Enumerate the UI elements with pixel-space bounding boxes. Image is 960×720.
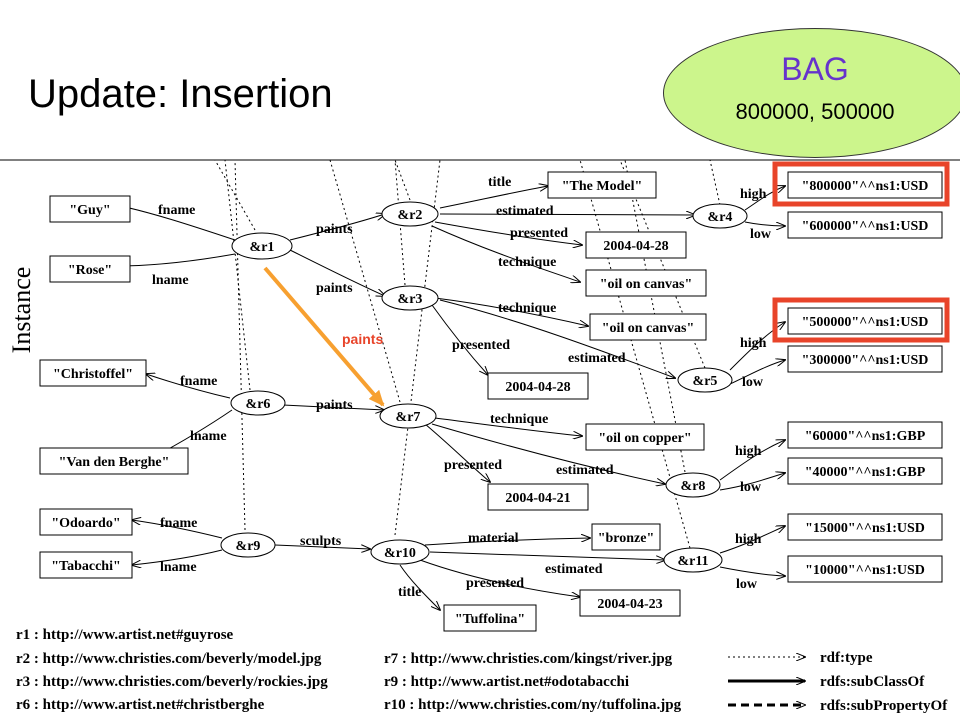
resource-labels: &r1 &r2 &r3 &r4 &r5 &r6 &r7 &r8 &r9 &r10…	[236, 208, 733, 569]
edge-label-high: high	[740, 336, 767, 351]
bag-ellipse: BAG 800000, 500000	[663, 28, 960, 158]
edge-label-high: high	[735, 444, 762, 459]
literal-date4: 2004-04-23	[597, 597, 662, 612]
literal-date3: 2004-04-21	[505, 491, 570, 506]
edge-label-fname: fname	[180, 374, 217, 389]
edge-label-estimated: estimated	[545, 562, 603, 577]
literal-labels: "Guy" "Rose" "Christoffel" "Van den Berg…	[51, 179, 928, 627]
literal-usd600: "600000"^^ns1:USD	[802, 219, 929, 234]
ns-right-line: r10 : http://www.christies.com/ny/tuffol…	[384, 697, 682, 713]
literal-gbp40: "40000"^^ns1:GBP	[805, 465, 926, 480]
edge-label-paints: paints	[316, 281, 353, 296]
literal-usd500: "500000"^^ns1:USD	[802, 315, 929, 330]
node-r9: &r9	[236, 539, 261, 554]
bag-title: BAG	[781, 51, 849, 87]
instance-label: Instance	[7, 267, 36, 354]
ns-right-line: r9 : http://www.artist.net#odotabacchi	[384, 674, 629, 690]
node-r4: &r4	[708, 210, 733, 225]
edge-label-technique: technique	[498, 301, 556, 316]
edge-label-technique: technique	[498, 255, 556, 270]
edge-type-legend-labels: rdf:type rdfs:subClassOf rdfs:subPropert…	[820, 650, 948, 714]
edge-label-presented: presented	[510, 226, 568, 241]
literal-boxes	[39, 171, 943, 632]
literal-usd15: "15000"^^ns1:USD	[805, 521, 925, 536]
literal-rose: "Rose"	[68, 263, 112, 278]
literal-copper: "oil on copper"	[598, 431, 691, 446]
literal-themodel: "The Model"	[562, 179, 643, 194]
highlight-usd800	[772, 161, 950, 207]
edge-labels: fname lname paints paints title estimate…	[152, 175, 772, 600]
literal-tabacchi: "Tabacchi"	[51, 559, 121, 574]
namespace-legend: r1 : http://www.artist.net#guyrose r2 : …	[16, 627, 682, 713]
node-r1: &r1	[250, 240, 275, 255]
edge-label-estimated: estimated	[556, 463, 614, 478]
type-lines	[214, 159, 721, 549]
edge-label-fname: fname	[158, 203, 195, 218]
edge-label-presented: presented	[452, 338, 510, 353]
node-r8: &r8	[681, 479, 706, 494]
edge-label-technique: technique	[490, 412, 548, 427]
edge-label-high: high	[740, 187, 767, 202]
inserted-paints-label: paints	[342, 331, 383, 347]
node-r7: &r7	[396, 410, 421, 425]
literal-gbp60: "60000"^^ns1:GBP	[805, 429, 926, 444]
ns-left-line: r2 : http://www.christies.com/beverly/mo…	[16, 651, 322, 667]
legend-subclassof: rdfs:subClassOf	[820, 674, 925, 690]
edge-label-material: material	[468, 531, 519, 546]
edge-label-low: low	[740, 480, 762, 495]
edge-label-lname: lname	[190, 429, 227, 444]
literal-odoardo: "Odoardo"	[51, 516, 120, 531]
edge-label-low: low	[736, 577, 758, 592]
page-title: Update: Insertion	[28, 72, 333, 116]
node-r2: &r2	[398, 208, 423, 223]
resource-nodes	[220, 201, 748, 573]
edge-label-title: title	[488, 175, 511, 190]
edge-label-paints: paints	[316, 222, 353, 237]
edge-label-sculpts: sculpts	[300, 534, 342, 549]
legend-subpropertyof: rdfs:subPropertyOf	[820, 698, 948, 714]
ns-left-line: r1 : http://www.artist.net#guyrose	[16, 627, 234, 643]
literal-oil1: "oil on canvas"	[600, 277, 693, 292]
edge-label-title: title	[398, 585, 421, 600]
node-r6: &r6	[246, 397, 271, 412]
edge-label-high: high	[735, 532, 762, 547]
ns-right-line: r7 : http://www.christies.com/kingst/riv…	[384, 651, 673, 667]
edge-label-low: low	[750, 227, 772, 242]
node-r3: &r3	[398, 292, 423, 307]
literal-christoffel: "Christoffel"	[53, 367, 133, 382]
edges	[116, 186, 785, 610]
edge-label-presented: presented	[466, 576, 524, 591]
literal-usd300: "300000"^^ns1:USD	[802, 353, 929, 368]
edge-label-estimated: estimated	[568, 351, 626, 366]
inserted-paints-arrow	[263, 266, 385, 407]
bag-values: 800000, 500000	[735, 99, 895, 124]
node-r11: &r11	[677, 554, 708, 569]
literal-bronze: "bronze"	[598, 531, 655, 546]
node-r5: &r5	[693, 374, 718, 389]
edge-label-estimated: estimated	[496, 204, 554, 219]
literal-vandenberghe: "Van den Berghe"	[59, 455, 170, 470]
literal-date2: 2004-04-28	[505, 380, 570, 395]
ns-left-line: r3 : http://www.christies.com/beverly/ro…	[16, 674, 328, 690]
edge-label-paints: paints	[316, 398, 353, 413]
literal-oil2: "oil on canvas"	[602, 321, 695, 336]
edge-label-lname: lname	[160, 560, 197, 575]
literal-date1: 2004-04-28	[603, 239, 668, 254]
literal-usd800: "800000"^^ns1:USD	[802, 179, 929, 194]
edge-type-legend	[728, 657, 805, 705]
edge-label-fname: fname	[160, 516, 197, 531]
literal-tuffolina: "Tuffolina"	[455, 612, 525, 627]
node-r10: &r10	[384, 546, 416, 561]
edge-label-low: low	[742, 375, 764, 390]
literal-usd10: "10000"^^ns1:USD	[805, 563, 925, 578]
literal-guy: "Guy"	[69, 203, 110, 218]
highlight-usd500	[772, 297, 950, 343]
edge-label-lname: lname	[152, 273, 189, 288]
ns-left-line: r6 : http://www.artist.net#christberghe	[16, 697, 265, 713]
legend-rdf-type: rdf:type	[820, 650, 873, 666]
edge-label-presented: presented	[444, 458, 502, 473]
